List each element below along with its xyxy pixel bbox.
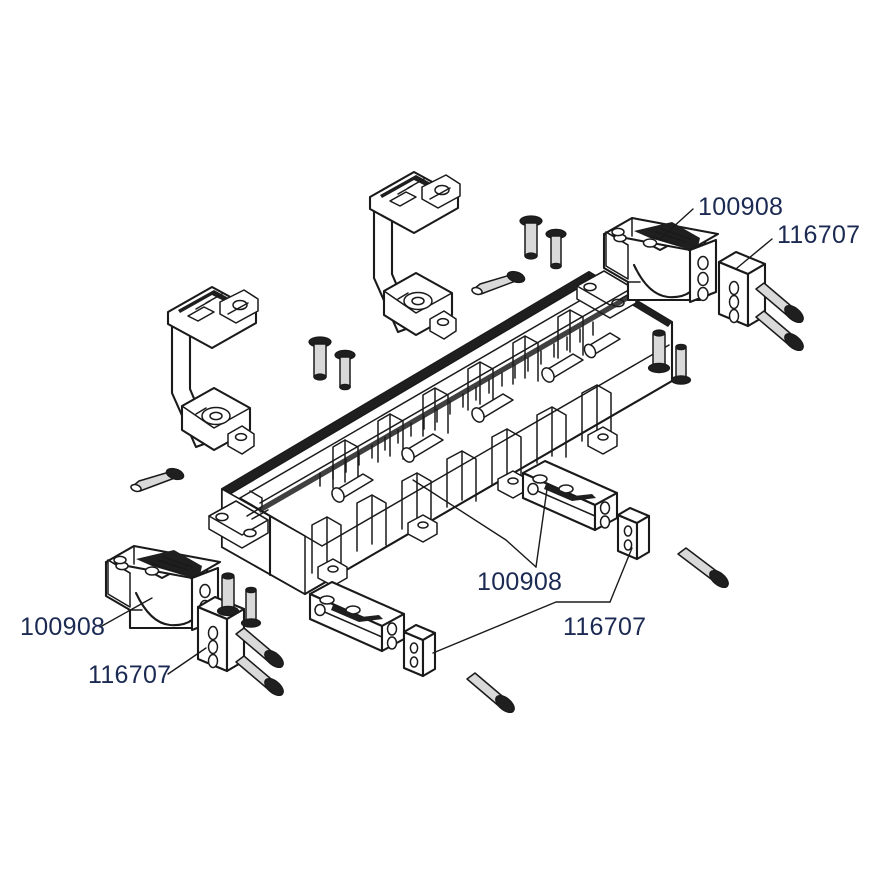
callout-label-100908-top-right: 100908: [698, 193, 784, 221]
leader-bottom-left-100908: [99, 597, 153, 628]
pan-head-screw-group: [216, 215, 692, 628]
leader-center-100908-b: [535, 488, 548, 568]
dowel-pin-group: [130, 270, 526, 493]
callout-label-116707-center: 116707: [563, 613, 647, 641]
main-trough-body-group: [208, 264, 674, 596]
clamp-bracket-rear-right-group: [368, 170, 461, 340]
leader-center-100908-a: [412, 479, 537, 568]
right-upper-spacer-block-group: [717, 250, 767, 328]
leader-center-116707-a: [432, 601, 611, 654]
leader-center-116707-b: [609, 547, 633, 603]
callout-label-116707-top-right: 116707: [777, 221, 861, 249]
hex-head-bolt-group: [235, 282, 804, 714]
leader-lines: [99, 208, 773, 675]
center-spacer-block-right-group: [616, 506, 651, 561]
center-rail-bracket-upper-group: [521, 459, 619, 532]
callout-label-100908-bottom-left: 100908: [20, 613, 106, 641]
callout-label-100908-center: 100908: [477, 568, 563, 596]
right-upper-mounting-bracket-group: [602, 216, 720, 304]
leader-top-right-116707: [736, 238, 773, 269]
leader-bottom-left-116707: [167, 647, 207, 675]
callout-label-116707-bottom-left: 116707: [88, 661, 172, 689]
leader-top-right-100908: [659, 208, 694, 240]
center-spacer-block-left-group: [402, 623, 437, 678]
clamp-bracket-rear-left-group: [166, 285, 259, 455]
center-rail-bracket-lower-group: [308, 580, 406, 653]
